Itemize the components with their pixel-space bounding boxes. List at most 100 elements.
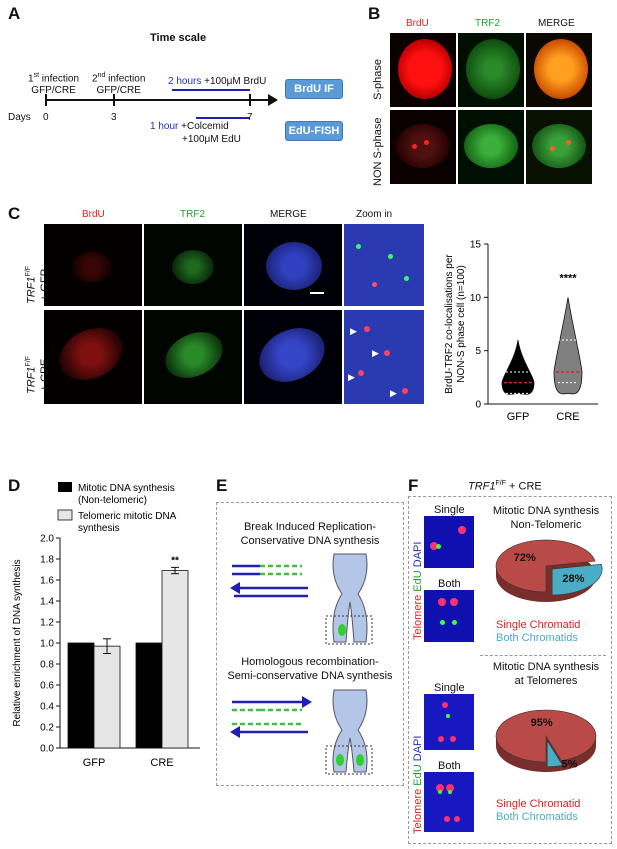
f-bottom-both-label: Both — [438, 760, 461, 772]
c-col-merge: MERGE — [270, 209, 307, 220]
violin-cre — [553, 297, 583, 395]
panel-label-f: F — [408, 476, 419, 495]
bar-significance: ** — [171, 555, 179, 566]
c-gfp-zoom-image — [344, 224, 424, 306]
f-top-single-image — [424, 516, 474, 568]
pie-slice-2 — [551, 563, 603, 596]
violin-ytick-label: 0 — [475, 400, 481, 411]
bar-xtick-label: GFP — [83, 757, 106, 769]
panel-label-c: C — [8, 204, 21, 223]
bar-ytick-label: 0.4 — [40, 702, 54, 713]
bar-ytick-label: 0.6 — [40, 681, 54, 692]
e-title-hr: Homologous recombination-Semi-conservati… — [227, 656, 393, 682]
bar-ytick-label: 1.8 — [40, 555, 54, 566]
b-row-s-phase: S-phase — [372, 59, 384, 100]
c-col-trf2: TRF2 — [180, 209, 205, 220]
violin-ylabel: BrdU-TRF2 co-localisations perNON-S phas… — [444, 254, 467, 394]
edu-fish-box: EdU-FISH — [285, 121, 343, 141]
f-top-single-label: Single — [434, 504, 465, 516]
bar-ytick-label: 1.4 — [40, 597, 54, 608]
c-cre-trf2-image — [144, 310, 242, 404]
bar-legend-swatch-2 — [57, 509, 73, 521]
f-axis-label-top: Telomere EdU DAPI — [412, 541, 424, 640]
e-title-bir: Break Induced Replication-Conservative D… — [240, 521, 380, 547]
panel-label-b: B — [368, 4, 381, 23]
b-non-s-brdu-image — [390, 110, 456, 184]
panel-label-a: A — [8, 4, 21, 23]
violin-gfp — [501, 339, 535, 395]
timeline — [45, 89, 278, 119]
f-divider — [480, 655, 606, 656]
f-top-both-label: Both — [438, 578, 461, 590]
e-box — [216, 502, 404, 786]
pie-slice-label: 5% — [562, 759, 578, 771]
d-bar-chart: Mitotic DNA synthesis(Non-telomeric)Telo… — [12, 482, 200, 769]
b-non-s-trf2-image — [458, 110, 524, 184]
second-infection-label: 2nd infection GFP/CRE — [92, 72, 146, 97]
bar-gfp-2 — [93, 645, 121, 749]
bar-cre-1 — [135, 642, 163, 749]
bar-ytick-label: 0.2 — [40, 723, 54, 734]
timescale-title: Time scale — [150, 32, 207, 44]
c-cre-zoom-image: ▶ ▶ ▶ ▶ — [344, 310, 424, 404]
day-7: 7 — [247, 112, 253, 123]
first-infection-label: 1st infection GFP/CRE — [28, 72, 80, 97]
bar-legend-label-2: Telomeric mitotic DNA — [78, 511, 177, 522]
f-bottom-single-image — [424, 694, 474, 750]
edu-pulse-label: 1 hour +Colcemid +100μM EdU — [150, 121, 241, 145]
bar-ytick-label: 0.0 — [40, 744, 54, 755]
violin-xtick-label: GFP — [507, 411, 530, 423]
f-pie-bottom: 95% 5% — [495, 709, 597, 772]
bar-xtick-label: CRE — [150, 757, 173, 769]
bar-ylabel: Relative enrichment of DNA synthesis — [12, 559, 23, 726]
f-bottom-single-label: Single — [434, 682, 465, 694]
bar-legend-swatch-1 — [58, 482, 72, 492]
c-cre-merge-image — [244, 310, 342, 404]
f-box — [408, 496, 612, 844]
violin-xtick-label: CRE — [556, 411, 579, 423]
days-label: Days — [8, 112, 31, 123]
bar-ytick-label: 1.0 — [40, 639, 54, 650]
bar-ytick-label: 1.2 — [40, 618, 54, 629]
f-bottom-both-image — [424, 772, 474, 832]
b-row-non-s-phase: NON S-phase — [372, 117, 384, 186]
day-0: 0 — [43, 112, 49, 123]
b-col-brdu: BrdU — [406, 18, 429, 29]
bar-legend-label-1: Mitotic DNA synthesis — [78, 483, 175, 494]
bar-legend-label-2b: synthesis — [78, 523, 120, 534]
pie-slice-label: 28% — [562, 573, 584, 585]
f-top-both-image — [424, 590, 474, 642]
violin-significance: **** — [559, 272, 577, 284]
bar-ytick-label: 2.0 — [40, 534, 54, 545]
c-gfp-trf2-image — [144, 224, 242, 306]
f-pie-top: 72% 28% — [495, 539, 603, 602]
f-bottom-legend-single: Single Chromatid — [496, 798, 581, 810]
pie-slice-2 — [546, 739, 564, 768]
bar-ytick-label: 1.6 — [40, 576, 54, 587]
b-s-merge-image — [526, 33, 592, 107]
day-3: 3 — [111, 112, 117, 123]
c-gfp-brdu-image — [44, 224, 142, 306]
violin-ytick-label: 15 — [470, 240, 482, 251]
bar-ytick-label: 0.8 — [40, 660, 54, 671]
c-gfp-merge-image — [244, 224, 342, 306]
violin-ytick-label: 10 — [470, 293, 482, 304]
f-axis-label-bottom: Telomere EdU DAPI — [412, 735, 424, 834]
panel-label-e: E — [216, 476, 228, 495]
pie-slice-label: 72% — [514, 552, 536, 564]
pie-slice-1 — [495, 709, 597, 763]
b-s-trf2-image — [458, 33, 524, 107]
violin-ytick-label: 5 — [475, 346, 481, 357]
f-top-legend-single: Single Chromatid — [496, 619, 581, 631]
c-col-brdu: BrdU — [82, 209, 105, 220]
f-title: TRF1F/F + CRE — [468, 480, 542, 493]
b-non-s-merge-image — [526, 110, 592, 184]
brdu-if-box: BrdU IF — [285, 79, 343, 99]
pie-slice-label: 95% — [531, 717, 553, 729]
f-top-legend-both: Both Chromatids — [496, 632, 578, 644]
b-s-brdu-image — [390, 33, 456, 107]
bar-cre-2 — [161, 570, 189, 749]
